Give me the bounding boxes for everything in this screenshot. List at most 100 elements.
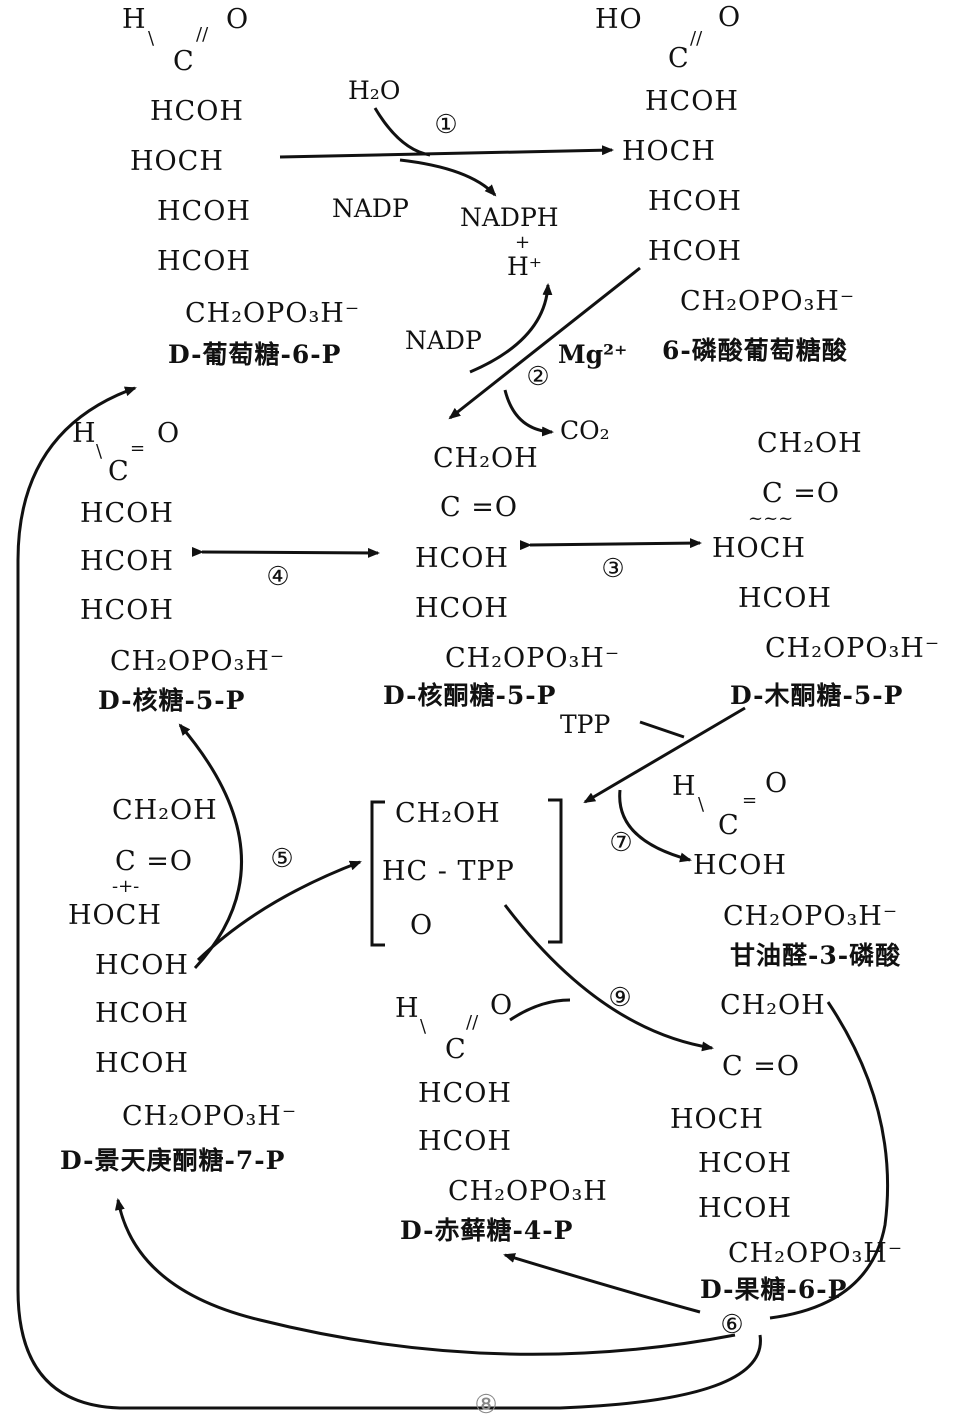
phosphate-tail: CH₂OPO₃H⁻ xyxy=(445,643,621,674)
chain-row-1: HCOH xyxy=(693,850,787,881)
chain-row-3: HOCH xyxy=(670,1104,764,1135)
molecule-name: D-木酮糖-5-P xyxy=(730,681,904,710)
step-marker-7: ⑦ xyxy=(609,828,633,858)
complex-row-1: CH₂OH xyxy=(395,798,501,829)
bond: // xyxy=(690,28,703,49)
chain-row-3: HCOH xyxy=(80,595,174,626)
chain-row-5: HCOH xyxy=(95,998,189,1029)
chain-row-2: C =O xyxy=(115,846,193,877)
reagent-nadp: NADP xyxy=(332,194,409,223)
chain-row-2: HCOH xyxy=(80,546,174,577)
chain-row-1: CH₂OH xyxy=(757,428,863,459)
complex-row-3: O xyxy=(410,910,434,941)
chain-row-3: HOCH xyxy=(712,533,806,564)
phosphate-tail: CH₂OPO₃H⁻ xyxy=(765,633,941,664)
arrow-step2 xyxy=(448,266,641,420)
step-marker-9: ⑨ xyxy=(608,983,632,1013)
aldehyde-h: H xyxy=(72,418,97,449)
bond: // xyxy=(466,1012,479,1033)
arrow-nadph-out xyxy=(399,158,497,197)
chain-row-3: HCOH xyxy=(648,186,742,217)
cleavage-mark: ~~~ xyxy=(748,508,794,529)
bond: \ xyxy=(148,28,155,49)
carbon-c1: C xyxy=(445,1034,467,1065)
molecule-name: D-果糖-6-P xyxy=(700,1275,848,1304)
chain-row-1: HCOH xyxy=(645,86,739,117)
reagent-proton: H⁺ xyxy=(507,252,542,281)
chain-row-2: HCOH xyxy=(418,1126,512,1157)
aldehyde-o: O xyxy=(765,768,789,799)
chain-row-4: HCOH xyxy=(698,1148,792,1179)
step-marker-3: ③ xyxy=(601,554,625,584)
cofactor-magnesium: Mg²⁺ xyxy=(558,340,628,369)
chain-row-1: HCOH xyxy=(418,1078,512,1109)
phosphate-tail: CH₂OPO₃H xyxy=(448,1176,608,1207)
arrow-f6p-right-loop xyxy=(769,1001,890,1320)
arrow-loop-to-s7p xyxy=(114,1198,736,1356)
aldehyde-h: H xyxy=(395,993,420,1024)
carbon-c1: C xyxy=(108,456,130,487)
chain-row-2: C =O xyxy=(762,478,840,509)
chain-row-1: CH₂OH xyxy=(112,795,218,826)
arrow-f6p-to-e4p xyxy=(503,1253,701,1314)
bond: = xyxy=(130,438,146,459)
step-marker-8: ⑧ xyxy=(474,1390,498,1420)
carbon-c1: C xyxy=(718,810,740,841)
chain-row-1: CH₂OH xyxy=(433,443,539,474)
molecule-name: D-葡萄糖-6-P xyxy=(168,340,342,369)
chain-row-2: HOCH xyxy=(622,136,716,167)
aldehyde-o: O xyxy=(490,990,514,1021)
product-co2: CO₂ xyxy=(560,416,610,445)
carbon-c1: C xyxy=(668,43,690,74)
phosphate-tail: CH₂OPO₃H⁻ xyxy=(122,1101,298,1132)
arrow-nadp-to-h xyxy=(469,283,553,374)
arrow-xu5p-to-complex xyxy=(583,706,746,804)
arrow-co2-out xyxy=(503,389,554,437)
reagent-nadp: NADP xyxy=(405,326,482,355)
chain-row-4: HCOH xyxy=(415,593,509,624)
arrow-step3 xyxy=(519,538,702,551)
arrow-tpp-in xyxy=(639,720,685,739)
aldehyde-o: O xyxy=(157,418,181,449)
bond: \ xyxy=(698,794,705,815)
chain-row-6: HCOH xyxy=(95,1048,189,1079)
step-marker-5: ⑤ xyxy=(270,844,294,874)
arrow-complex-to-f6p xyxy=(503,904,714,1052)
reagent-water: H₂O xyxy=(348,76,401,105)
bond: \ xyxy=(96,441,103,462)
complex-bracket-left xyxy=(370,800,385,947)
chain-row-4: HCOH xyxy=(157,246,251,277)
chain-row-5: HCOH xyxy=(698,1193,792,1224)
phosphate-tail: CH₂OPO₃H⁻ xyxy=(728,1238,904,1269)
molecule-name: D-核糖-5-P xyxy=(98,686,246,715)
step-marker-1: ① xyxy=(434,110,458,140)
chain-row-2: C =O xyxy=(440,492,518,523)
aldehyde-h: H xyxy=(122,4,147,35)
carboxyl-ho: HO xyxy=(595,4,643,35)
bond: = xyxy=(742,790,758,811)
chain-row-4: HCOH xyxy=(95,950,189,981)
phosphate-tail: CH₂OPO₃H⁻ xyxy=(185,298,361,329)
carbon-c1: C xyxy=(173,46,195,77)
cofactor-tpp: TPP xyxy=(560,710,611,739)
chain-row-4: HCOH xyxy=(738,583,832,614)
arrow-outer-loop xyxy=(16,386,762,1410)
cleavage-mark: -+- xyxy=(112,876,140,897)
phosphate-tail: CH₂OPO₃H⁻ xyxy=(680,286,856,317)
chain-row-4: HCOH xyxy=(648,236,742,267)
arrow-h2o-in xyxy=(373,107,431,157)
step-marker-4: ④ xyxy=(266,562,290,592)
chain-row-1: CH₂OH xyxy=(720,990,826,1021)
arrow-step4 xyxy=(191,546,380,558)
arrow-step1 xyxy=(279,145,614,159)
arrow-e4p-to-complex xyxy=(509,998,571,1022)
chain-row-2: C =O xyxy=(722,1051,800,1082)
bond: \ xyxy=(420,1016,427,1037)
complex-row-2: HC - TPP xyxy=(382,856,515,887)
bond: // xyxy=(196,24,209,45)
chain-row-2: HOCH xyxy=(130,146,224,177)
reagent-nadph: NADPH xyxy=(460,203,559,232)
phosphate-tail: CH₂OPO₃H⁻ xyxy=(723,901,899,932)
